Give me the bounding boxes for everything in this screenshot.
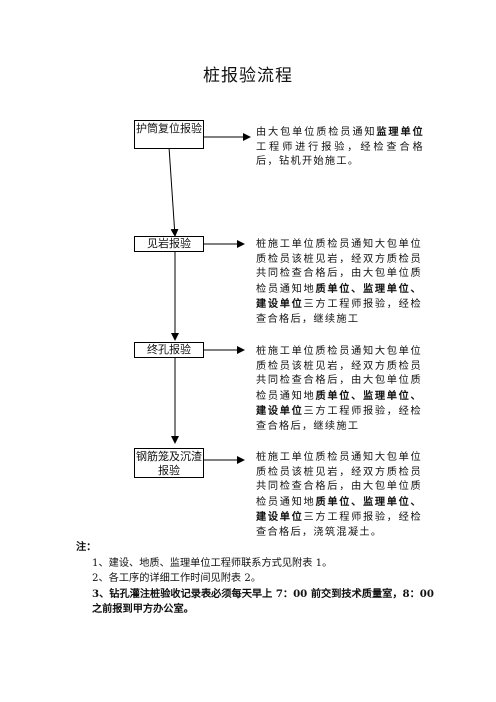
step-label: 护筒复位报验 [136, 122, 202, 135]
page-title: 桩报验流程 [203, 66, 293, 86]
step-desc-final-hole: 桩施工单位质检员通知大包单位质检员该桩见岩，经双方质检员共同检查合格后，由大包单… [256, 346, 423, 432]
arrow-down-1 [168, 146, 179, 237]
notes: 注： 1、建设、地质、监理单位工程师联系方式见附表 1。 2、各工序的详细工作时… [76, 540, 436, 618]
step-label: 终孔报验 [147, 343, 191, 356]
step-desc-cage-sediment: 桩施工单位质检员通知大包单位质检员该桩见岩，经双方质检员共同检查合格后，由大包单… [256, 452, 423, 538]
note-item: 2、各工序的详细工作时间见附表 2。 [92, 573, 262, 584]
notes-header: 注： [76, 541, 97, 553]
step-box-casing: 护筒复位报验 [134, 120, 204, 149]
note-item: 1、建设、地质、监理单位工程师联系方式见附表 1。 [92, 557, 333, 569]
step-desc-casing: 由大包单位质检员通知监理单位工程师进行报验，经检查合格后，钻机开始施工。 [256, 126, 424, 168]
step-box-rock: 见岩报验 [134, 236, 204, 252]
step-box-cage-sediment: 钢筋笼及沉渣报验 [134, 448, 204, 478]
step-desc-rock: 桩施工单位质检员通知大包单位质检员该桩见岩，经双方质检员共同检查合格后，由大包单… [256, 239, 423, 325]
note-item: 3、钻孔灌注桩验收记录表必须每天早上 7：00 前交到技术质量室，8：00 之前… [92, 587, 434, 616]
step-label: 见岩报验 [147, 237, 191, 250]
step-box-final-hole: 终孔报验 [134, 342, 204, 358]
step-label: 钢筋笼及沉渣报验 [136, 450, 202, 477]
